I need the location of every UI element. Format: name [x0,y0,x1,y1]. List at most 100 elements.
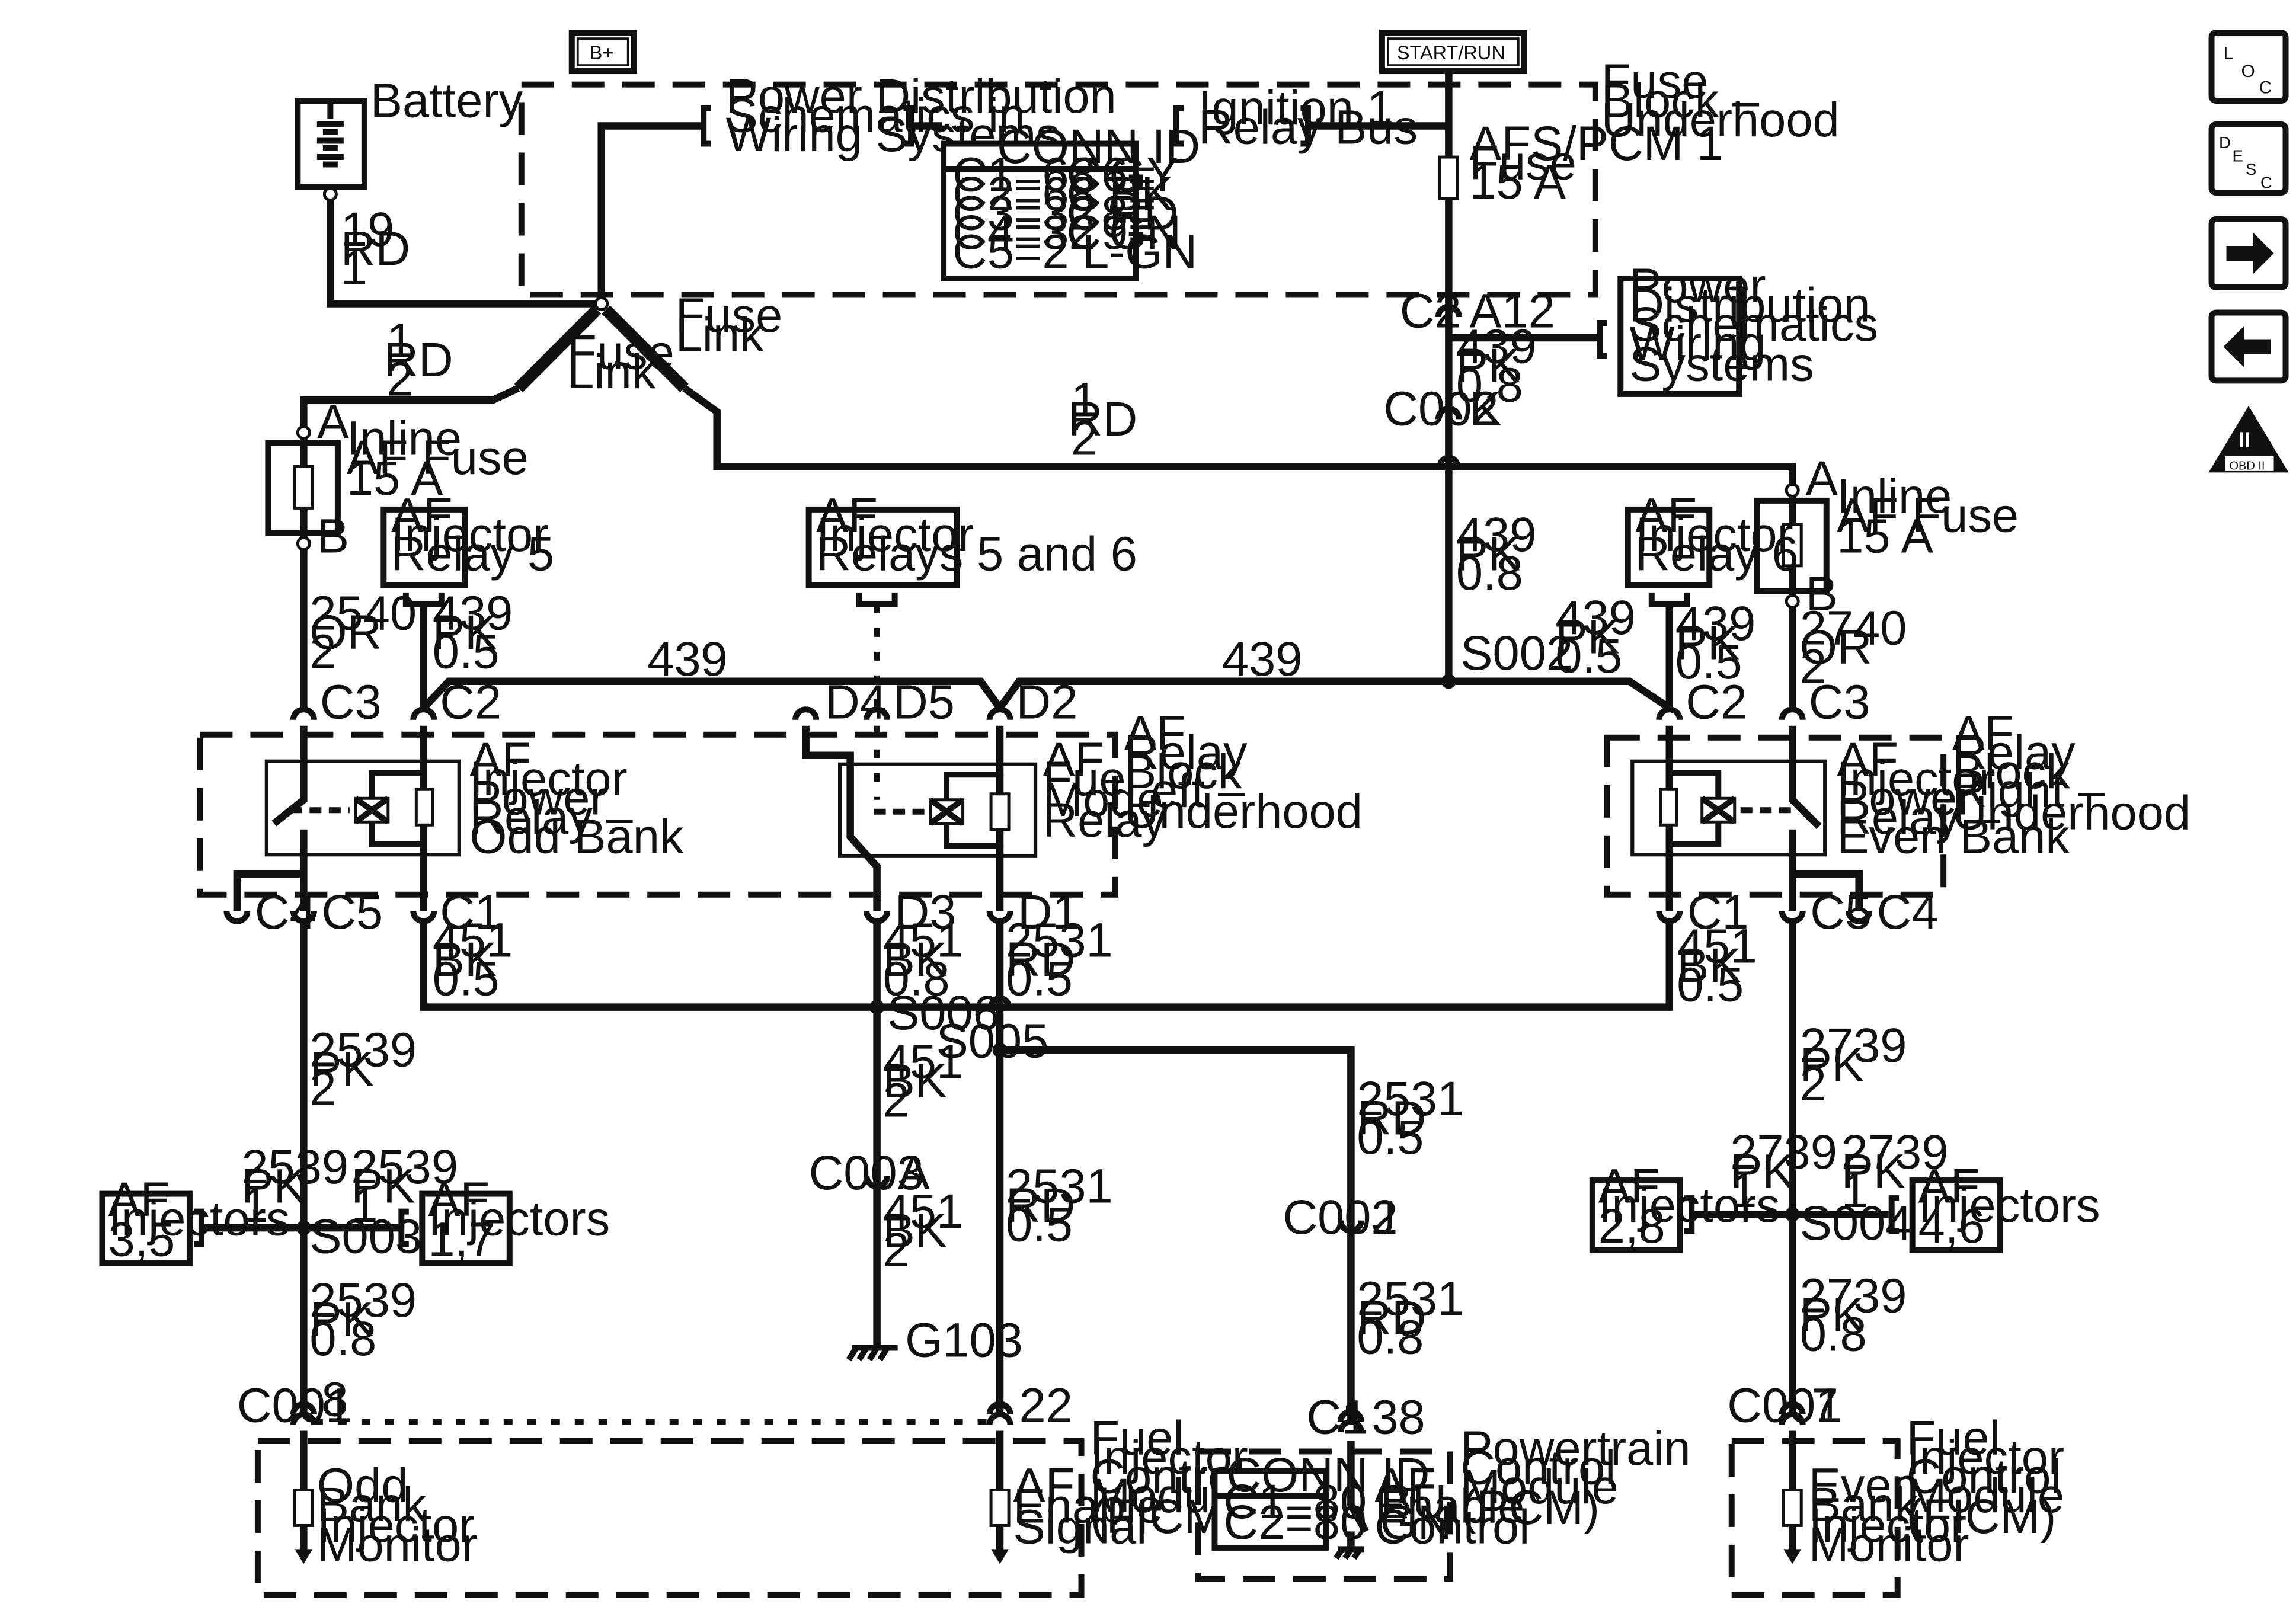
svg-text:RD: RD [1068,392,1137,446]
svg-text:Underhood: Underhood [1952,786,2191,840]
svg-text:BK: BK [883,1204,947,1258]
svg-text:C: C [2260,174,2272,192]
relay-connectors-top: C3 C2 D4 D5 D2 C2 C3 [290,675,1870,729]
wire-label-451-m: 451 BK 0.8 [883,914,964,1006]
svg-text:PK: PK [309,1293,373,1347]
svg-text:Injectors: Injectors [108,1192,290,1246]
svg-text:PK: PK [241,1160,305,1214]
svg-text:AF: AF [1013,1458,1075,1512]
svg-text:Power: Power [1837,772,1973,825]
wire-label-19rd: 19 RD 1 [341,203,410,295]
bplus-bus [597,122,701,304]
af-relay-block-right-label: AF Relay Block Right – Underhood [1952,706,2191,840]
next-arrow-button[interactable] [2208,216,2289,290]
bus439-right-label: 439 [1222,632,1303,686]
arrow-right-icon [2226,232,2274,274]
obd-triangle-icon [2208,405,2289,473]
svg-text:2739: 2739 [1730,1125,1837,1179]
svg-text:Monitor: Monitor [317,1518,478,1571]
svg-text:C1: C1 [440,885,501,939]
svg-text:C2: C2 [440,675,501,729]
svg-text:Relay: Relay [1124,725,1248,779]
svg-text:451: 451 [433,914,513,968]
bus-439 [421,677,1672,711]
svg-text:Fuse: Fuse [676,289,783,343]
svg-text:RD: RD [1006,933,1075,987]
svg-text:RD: RD [1357,1291,1426,1345]
svg-text:3,5: 3,5 [108,1213,175,1267]
svg-text:7: 7 [1812,1378,1838,1432]
svg-text:Module: Module [1460,1460,1618,1514]
ficm-left-module [254,1438,1085,1598]
svg-text:Wiring: Wiring [1629,316,1766,370]
svg-text:Even Bank: Even Bank [1837,810,2070,864]
svg-text:Odd Bank: Odd Bank [469,810,684,864]
obd-ii-button[interactable]: II OBD II [2208,405,2289,473]
svg-text:439: 439 [1456,508,1537,562]
svg-text:Powertrain: Powertrain [1460,1422,1690,1475]
svg-text:439: 439 [433,586,513,640]
svg-text:0.5: 0.5 [1555,629,1622,683]
odd-bank-injector-monitor: Odd Bank Injector Monitor [293,1430,478,1571]
fuse-link-right: Fuse Link [602,289,1796,489]
wire-label-1rd-left: 1 RD 2 [383,313,453,406]
svg-text:C3: C3 [1809,675,1870,729]
battery-cable [327,200,602,308]
svg-text:AFS/PCM 1: AFS/PCM 1 [1469,117,1723,171]
svg-text:8: 8 [321,1372,348,1426]
svg-text:1: 1 [241,1179,268,1233]
svg-text:Injector: Injector [317,1499,475,1553]
svg-text:439: 439 [1675,597,1756,651]
inline-af-fuse-left: A B Inline AF Fuse 15 A [265,395,529,563]
wire-label-2739-c: 2739 PK 1 [1841,1125,1949,1218]
svg-text:C8=: C8= [1067,187,1156,241]
svg-text:2740: 2740 [1800,601,1907,655]
wire-label-2531-m: 2531 RD 0.5 [1006,914,1113,1006]
svg-text:RD: RD [1006,1179,1075,1233]
svg-text:Relay: Relay [1043,793,1166,847]
loc-button[interactable]: L O C [2208,30,2289,104]
svg-text:Injector: Injector [816,508,974,562]
wire-label-2531-r: 2531 RD 0.5 [1357,1072,1464,1164]
af-relay-block-right [1604,734,1947,898]
svg-text:Fuse: Fuse [1601,55,1709,108]
wire-label-2739-b: 2739 PK 1 [1730,1125,1837,1218]
svg-text:O: O [2241,62,2255,81]
svg-text:2,8: 2,8 [1598,1199,1665,1253]
svg-text:C5: C5 [321,885,383,939]
svg-text:2: 2 [386,352,413,406]
svg-text:0.5: 0.5 [1357,1110,1424,1164]
svg-text:C4: C4 [1877,885,1939,939]
start-run-header: START/RUN [1379,30,1527,75]
svg-text:2: 2 [883,1074,910,1128]
svg-text:D5: D5 [893,675,955,729]
svg-text:Module: Module [1907,1469,2064,1523]
wire-label-439-05-r2: 439 PK 0.5 [1675,597,1756,689]
svg-text:Fuel: Fuel [1043,752,1137,806]
even-bank-power-relay: AF Injector Power Relay – Even Bank [1630,725,2070,911]
svg-text:Block: Block [1124,745,1242,799]
svg-text:PK: PK [1730,1145,1794,1199]
svg-text:S: S [2246,160,2256,178]
connector-c002-j: C002 J [1283,1190,1398,1244]
svg-text:Injector: Injector [1809,1499,1966,1553]
svg-text:C2=68 BK: C2=68 BK [952,167,1173,221]
svg-text:C4=32 GN: C4=32 GN [952,206,1181,260]
svg-text:C2: C2 [1686,675,1747,729]
svg-text:CONN ID: CONN ID [1226,1448,1430,1502]
ignition-relay-bus-label: Ignition 1 Relay Bus [1173,81,1418,155]
prev-arrow-button[interactable] [2208,309,2289,384]
svg-text:Fuel: Fuel [1907,1411,2000,1465]
ref-af-injector-relay-5: AF Injector Relay 5 [380,488,554,607]
wire-label-1rd-mid: 1 RD 2 [1068,373,1137,465]
svg-text:439: 439 [1555,591,1636,645]
svg-text:(FICM): (FICM) [1907,1490,2057,1544]
svg-text:C1: C1 [1306,1390,1368,1444]
wire-label-2539-a: 2539 PK 2 [309,1023,417,1116]
svg-text:Mode: Mode [1043,773,1163,827]
s006-label: S006 [887,986,1000,1040]
svg-text:AF: AF [108,1173,170,1227]
svg-text:Control: Control [1907,1449,2062,1503]
svg-text:D2: D2 [1016,675,1078,729]
desc-button[interactable]: D E S C [2208,121,2289,196]
